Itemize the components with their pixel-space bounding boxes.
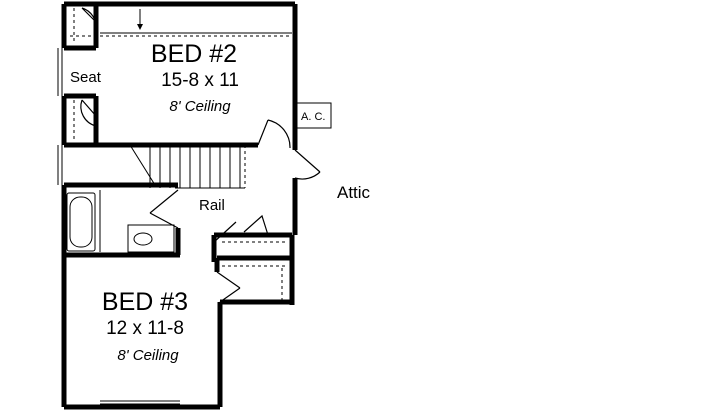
bed2-ceiling: 8' Ceiling <box>169 98 231 115</box>
detail-lines <box>57 8 292 405</box>
bed2-name: BED #2 <box>151 40 237 68</box>
ac-label: A. C. <box>301 111 325 123</box>
bed3-name: BED #3 <box>102 288 188 316</box>
bed3-ceiling: 8' Ceiling <box>117 347 179 364</box>
exterior-walls <box>61 1 298 410</box>
rail-label: Rail <box>199 197 225 214</box>
ac-unit <box>296 102 332 129</box>
stairs <box>129 144 246 189</box>
attic-label: Attic <box>337 183 371 202</box>
bed2-dimensions: 15-8 x 11 <box>161 70 239 91</box>
seat-label: Seat <box>70 69 102 86</box>
bed3-dimensions: 12 x 11-8 <box>106 318 184 339</box>
arrow-down-icon <box>137 9 143 30</box>
doors <box>80 7 321 303</box>
